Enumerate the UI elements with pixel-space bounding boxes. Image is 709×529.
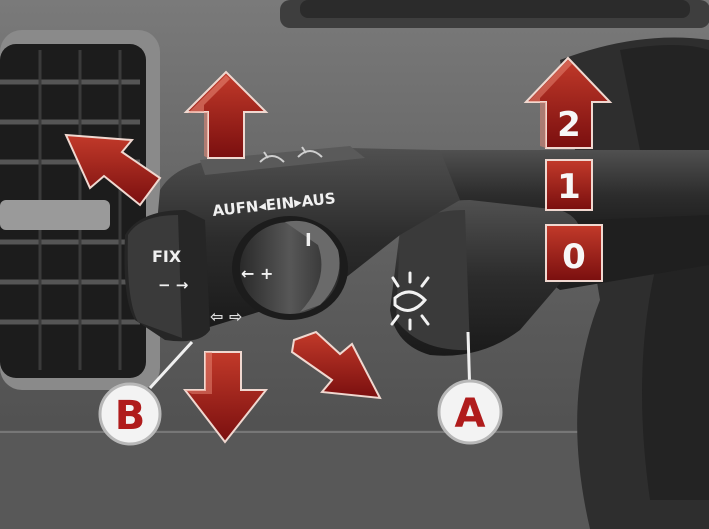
callout-b-label: B xyxy=(115,393,146,439)
fix-label: FIX xyxy=(152,247,182,266)
direction-arrows-label: ⇦ ⇨ xyxy=(210,307,242,326)
arrow-down-right xyxy=(290,330,382,400)
air-vent xyxy=(0,30,160,390)
position-1-label: 1 xyxy=(557,167,581,207)
arrow-up-left xyxy=(64,133,162,207)
minus-arrow-label: − → xyxy=(158,276,188,294)
position-0-label: 0 xyxy=(562,237,586,277)
position-2-label: 2 xyxy=(557,105,581,145)
wiper-icon xyxy=(259,146,323,163)
lights-icon xyxy=(390,271,430,331)
arrow-up xyxy=(183,70,269,159)
callout-a-circle xyxy=(437,379,503,445)
position-1-box xyxy=(545,159,593,211)
position-arrow xyxy=(523,56,613,149)
knob-bar-label: I xyxy=(305,230,312,251)
callout-a-label: A xyxy=(455,391,486,437)
knob-arrow-label: ← + xyxy=(241,264,273,283)
position-0-box xyxy=(545,224,603,282)
rotary-knob[interactable] xyxy=(232,216,348,320)
callout-b-line xyxy=(148,340,194,390)
callout-b-circle xyxy=(98,382,162,446)
arrow-down xyxy=(182,351,269,444)
